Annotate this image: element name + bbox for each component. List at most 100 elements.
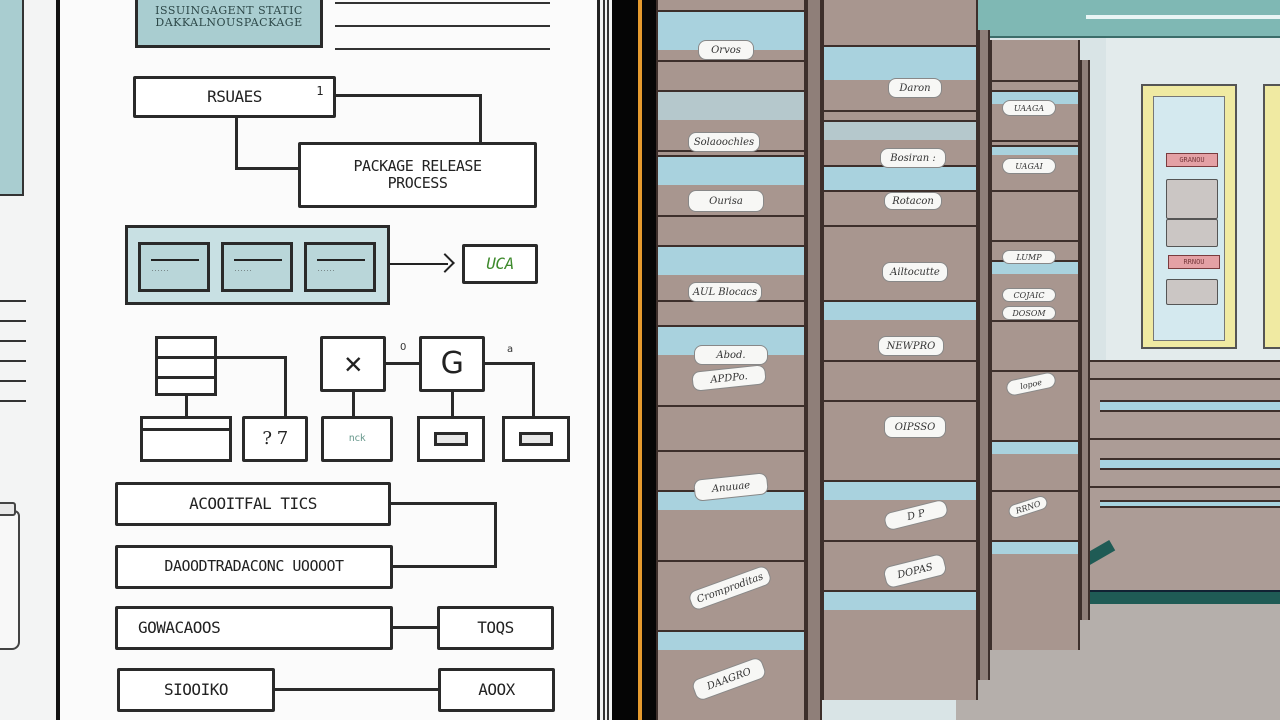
shelf-post	[806, 0, 822, 720]
arrow-head-icon	[435, 253, 455, 273]
shelf-label: Orvos	[698, 40, 754, 60]
group-card-2: ......	[221, 242, 293, 292]
shelf-label: Cromproditas	[687, 564, 773, 612]
connector	[235, 118, 238, 170]
connector	[235, 167, 300, 170]
shelf-column-2: Daron Bosiran : Rotacon Ailtocutte NEWPR…	[822, 0, 978, 700]
table-icon	[140, 416, 232, 462]
crossed-arrows-icon: ✕	[320, 336, 386, 392]
window-tag: GRANOU	[1166, 153, 1218, 167]
device-icon	[417, 416, 485, 462]
shelf-label: UAAGA	[1002, 100, 1056, 116]
connector	[185, 396, 188, 418]
window-pane: GRANOU RRNOU	[1153, 96, 1225, 341]
node-uca: UCA	[462, 244, 538, 284]
shelf-label: DAAGRO	[690, 656, 768, 702]
node-label-line1: PACKAGE RELEASE	[353, 156, 482, 175]
window-tag: RRNOU	[1168, 255, 1220, 269]
device-icon	[502, 416, 570, 462]
shelf-label: Bosiran :	[880, 148, 946, 168]
node-leaf-2: ? 7	[242, 416, 308, 462]
shelf-label: DOSOM	[1002, 306, 1056, 320]
shelf-post	[1080, 60, 1090, 620]
shelf-label: Rotacon	[884, 192, 942, 210]
counter-cabinet	[1088, 360, 1280, 592]
header-box: ISSUINGAGENT STATIC DAKKALNOUSPACKAGE	[135, 0, 323, 48]
list-target-3: TOQS	[437, 606, 554, 650]
badge: 0	[400, 342, 407, 353]
book-binding-line	[603, 0, 605, 720]
connector	[275, 688, 439, 691]
shelf-label: DOPAS	[882, 552, 948, 590]
card-group: ...... ...... ......	[125, 225, 390, 305]
shelf-label: UAGAI	[1002, 158, 1056, 174]
previous-page-edge	[0, 0, 60, 720]
book-binding-line	[607, 0, 609, 720]
window-frame	[1263, 84, 1280, 349]
shelf-label: Ailtocutte	[882, 262, 948, 282]
text-line	[335, 48, 550, 50]
connector	[485, 362, 535, 365]
list-box-3: GOWACAOOS	[115, 606, 393, 650]
list-box-4: SIOOIKO	[117, 668, 275, 712]
stack-icon	[155, 336, 217, 396]
node-badge: 1	[316, 84, 323, 98]
node-leaf-3: nck	[321, 416, 393, 462]
ceiling-light	[1086, 15, 1280, 19]
list-target-4: AOOX	[438, 668, 555, 712]
book-binding-line	[597, 0, 600, 720]
connector	[391, 565, 497, 568]
shelf-label: D P	[882, 498, 950, 532]
shelf-label: Abod.	[694, 345, 768, 365]
shelf-label: AUL Blocacs	[688, 282, 762, 302]
shelf-label: Ourisa	[688, 190, 764, 212]
node-package-release: PACKAGE RELEASE PROCESS	[298, 142, 537, 208]
node-label: RSUAES	[207, 86, 262, 106]
shelf-label: lopoe	[1004, 370, 1058, 398]
shelving-room-illustration: GRANOU RRNOU Orvos Solaoochles	[656, 0, 1280, 720]
storage-bin	[1166, 179, 1218, 219]
badge: a	[507, 344, 514, 355]
connector	[393, 626, 439, 629]
connector	[451, 392, 454, 418]
page-divider	[56, 0, 60, 720]
shelf-label: APDPo.	[691, 364, 767, 392]
shelf-label: Solaoochles	[688, 132, 760, 152]
text-line	[335, 25, 550, 27]
ceiling	[956, 0, 1280, 38]
text-line	[335, 2, 550, 4]
list-box-2: DAOODTRADACONC UOOOOT	[115, 545, 393, 589]
connector	[532, 362, 535, 418]
shelf-column-1: Orvos Solaoochles Ourisa AUL Blocacs Abo…	[656, 0, 806, 720]
node-g: G	[419, 336, 485, 392]
connector	[352, 392, 355, 418]
connector	[217, 356, 287, 359]
shelf-label: NEWPRO	[878, 336, 944, 356]
group-card-1: ......	[138, 242, 210, 292]
storage-bin	[1166, 279, 1218, 305]
spine-accent	[638, 0, 642, 720]
book-spine	[612, 0, 638, 720]
teal-panel	[0, 0, 24, 196]
node-label-line2: PROCESS	[387, 174, 448, 192]
book-spine	[642, 0, 656, 720]
node-rsuaes: RSUAES 1	[133, 76, 336, 118]
diagram-page: ISSUINGAGENT STATIC DAKKALNOUSPACKAGE RS…	[60, 0, 600, 720]
connector	[284, 356, 287, 418]
connector	[479, 94, 482, 144]
connector	[494, 502, 497, 568]
shelf-column-3: UAAGA UAGAI LUMP COJAIC DOSOM lopoe RRNO	[990, 40, 1080, 650]
connector	[391, 502, 497, 505]
connector	[336, 94, 482, 97]
storage-bin	[1166, 219, 1218, 247]
shelf-label: Daron	[888, 78, 942, 98]
shelf-label: COJAIC	[1002, 288, 1056, 302]
baseboard	[1086, 590, 1280, 604]
group-card-3: ......	[304, 242, 376, 292]
window: GRANOU RRNOU	[1141, 84, 1237, 349]
shelf-post	[978, 30, 990, 680]
shelf-label: RRNO	[1006, 494, 1050, 520]
shelf-label: OIPSSO	[884, 416, 946, 438]
list-box-1: ACOOITFAL TICS	[115, 482, 391, 526]
bottle-icon	[0, 502, 20, 650]
